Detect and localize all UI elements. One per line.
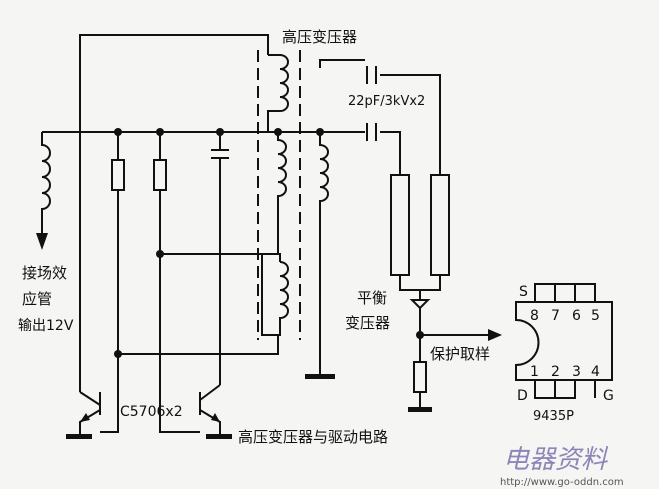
- resistor-1: [111, 159, 125, 191]
- fet-output-label-2: 应管: [22, 290, 52, 308]
- sampling-resistor: [413, 361, 427, 393]
- hv-capacitor-2: [366, 123, 377, 141]
- top-wire: [79, 34, 269, 392]
- chip-label-g: G: [603, 388, 614, 404]
- chip-pin-1: 1: [530, 364, 539, 380]
- watermark-url: http://www.go-oddn.com: [500, 477, 624, 488]
- balance-transformer-label-2: 变压器: [345, 314, 390, 332]
- watermark-title: 电器资料: [503, 445, 609, 475]
- output-arrow-icon: [488, 329, 502, 341]
- balance-resistor-1: [390, 174, 410, 276]
- balance-resistor-2: [430, 174, 450, 276]
- diode-icon: [409, 299, 431, 362]
- chip-pin-5: 5: [591, 308, 600, 324]
- fet-output-label-3: 输出12V: [18, 318, 74, 334]
- hv-transformer-label: 高压变压器: [282, 28, 357, 46]
- chip-label-s: S: [519, 284, 528, 300]
- chip-pin-8: 8: [530, 308, 539, 324]
- chip-pin-6: 6: [572, 308, 581, 324]
- resistor-wires: [117, 132, 200, 433]
- transformer-core: [257, 50, 301, 340]
- arrow-down-icon: [36, 233, 48, 250]
- hv-primary-winding-3: [261, 253, 289, 336]
- hv-primary-winding-1: [267, 54, 289, 132]
- capacitor-value-label: 22pF/3kVx2: [348, 94, 425, 109]
- balance-transformer-label-1: 平衡: [357, 289, 387, 307]
- resistor-2: [153, 159, 167, 191]
- secondary-winding: [319, 132, 329, 375]
- input-inductor: [41, 132, 51, 235]
- chip-label-d: D: [517, 388, 528, 404]
- transistor-left: [79, 391, 101, 434]
- circuit-caption: 高压变压器与驱动电路: [238, 428, 388, 446]
- chip-pin-2: 2: [551, 364, 560, 380]
- hv-capacitor-1: [366, 66, 377, 84]
- hv-primary-winding-2: [277, 132, 287, 254]
- balance-wires: [399, 275, 441, 300]
- chip-pin-7: 7: [551, 308, 560, 324]
- transistor-model-label: C5706x2: [120, 404, 183, 420]
- protection-sampling-label: 保护取样: [430, 345, 490, 363]
- chip-model: 9435P: [533, 409, 574, 424]
- transistor-right: [199, 384, 221, 434]
- ground-symbols: [66, 374, 432, 439]
- chip-pin-4: 4: [591, 364, 600, 380]
- secondary-wires: [319, 59, 441, 175]
- fet-output-label-1: 接场效: [22, 264, 67, 282]
- capacitor: [211, 132, 229, 385]
- chip-9435p: [515, 283, 613, 399]
- chip-pin-3: 3: [572, 364, 581, 380]
